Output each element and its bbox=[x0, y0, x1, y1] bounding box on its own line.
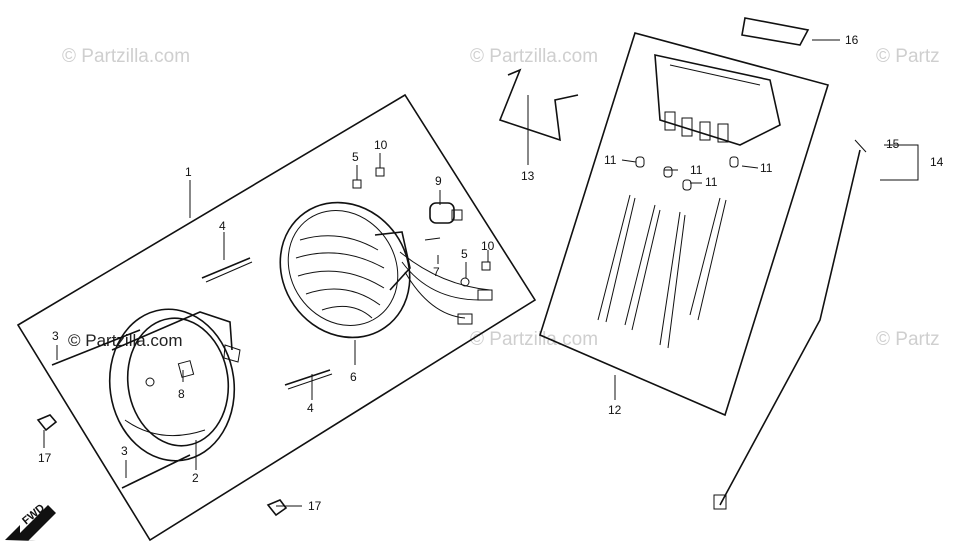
callout-17: 17 bbox=[308, 499, 322, 513]
headlight-wires bbox=[399, 251, 491, 319]
callout-3: 3 bbox=[52, 329, 59, 343]
headlight-unit bbox=[279, 201, 411, 339]
callout-14: 14 bbox=[930, 155, 944, 169]
callout-2: 2 bbox=[192, 471, 199, 485]
mounting-screw bbox=[51, 329, 141, 366]
callout-1: 1 bbox=[185, 165, 192, 179]
meter-bracket bbox=[498, 68, 579, 142]
callout-16: 16 bbox=[845, 33, 859, 47]
wing-nut bbox=[36, 414, 58, 432]
callout-11: 11 bbox=[760, 161, 773, 175]
callout-7: 7 bbox=[433, 265, 440, 279]
leader-line bbox=[43, 39, 919, 507]
adjust-spring bbox=[201, 257, 253, 283]
callout-10: 10 bbox=[374, 138, 388, 152]
callout-5: 5 bbox=[352, 150, 359, 164]
callout-17: 17 bbox=[38, 451, 52, 465]
callout-11: 11 bbox=[690, 163, 703, 177]
callout-3: 3 bbox=[121, 444, 128, 458]
nut bbox=[375, 167, 385, 177]
headlight-case bbox=[108, 308, 241, 462]
callout-13: 13 bbox=[521, 169, 535, 183]
speedometer bbox=[654, 53, 781, 146]
bolt-7 bbox=[424, 237, 441, 241]
connector bbox=[477, 289, 493, 301]
adjust-spring bbox=[284, 369, 333, 390]
callout-4: 4 bbox=[307, 401, 314, 415]
watermark: © Partzilla.com bbox=[470, 46, 598, 67]
callout-12: 12 bbox=[608, 403, 622, 417]
wing-nut bbox=[266, 499, 288, 517]
watermark-dark: © Partzilla.com bbox=[68, 331, 183, 350]
meter-bulb bbox=[729, 156, 739, 168]
fwd-arrow: FWD bbox=[5, 502, 56, 541]
meter-bulb bbox=[635, 156, 645, 168]
screw bbox=[460, 277, 470, 287]
callout-11: 11 bbox=[705, 175, 718, 189]
connector bbox=[457, 313, 473, 325]
callout-10: 10 bbox=[481, 239, 495, 253]
callout-5: 5 bbox=[461, 247, 468, 261]
mounting-screw bbox=[121, 454, 191, 489]
nut bbox=[481, 261, 491, 271]
meter-bulb bbox=[682, 179, 692, 191]
callout-15: 15 bbox=[886, 137, 900, 151]
speedometer-cable bbox=[713, 139, 867, 510]
bulb-socket bbox=[429, 202, 463, 224]
watermark: © Partz bbox=[876, 329, 940, 350]
meter-group-outline bbox=[539, 32, 830, 417]
meter-lens bbox=[741, 17, 810, 46]
meter-bulb bbox=[663, 166, 673, 178]
meter-wires bbox=[597, 194, 727, 349]
callout-4: 4 bbox=[219, 219, 226, 233]
headlight-group-outline bbox=[16, 93, 537, 542]
watermark: © Partzilla.com bbox=[62, 46, 190, 67]
screw bbox=[352, 179, 362, 189]
watermark: © Partzilla.com bbox=[470, 329, 598, 350]
callout-9: 9 bbox=[435, 174, 442, 188]
callout-8: 8 bbox=[178, 387, 185, 401]
callout-11: 11 bbox=[604, 153, 617, 167]
watermark: © Partz bbox=[876, 46, 940, 67]
callout-6: 6 bbox=[350, 370, 357, 384]
